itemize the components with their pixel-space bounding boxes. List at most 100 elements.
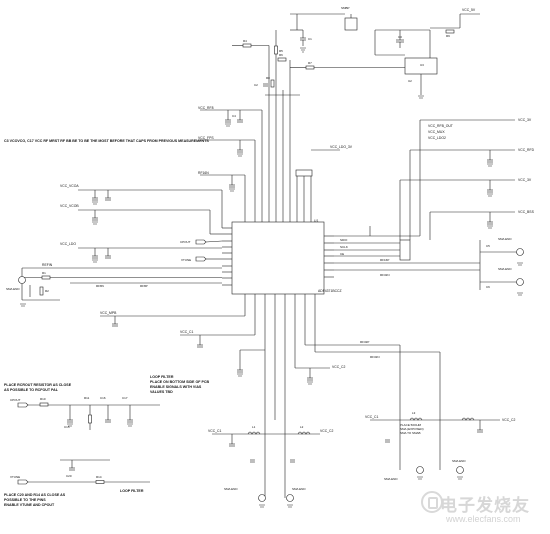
note-caps: C3 VCOVCO, C17 VCC RF MRST RF BB BE TO B… [4,139,209,143]
r7-label: R7 [308,61,312,65]
net-vcc-c2-label: VCC_C2 [332,365,345,369]
c20-label: C20 [66,474,72,478]
l1-label: L1 [252,425,256,429]
sma-bl2-label: SMA END [292,487,306,491]
sma-bl1-label: SMA END [224,487,238,491]
watermark-url: www.elecfans.com [446,514,521,524]
l3-label: L3 [412,411,416,415]
net-sdio-label: SDIO [340,238,348,242]
lf-cpout-label: CPOUT [10,398,21,402]
net-vcc-3v-label: VCC_3V [518,118,532,122]
sma-br1-label: SMA END [384,477,398,481]
sma-br2-label: SMA END [452,459,466,463]
ic-top-pins [244,212,312,222]
bottom-rf-right: VCC_C1 VCC_C2 L3 SMA END SMA END PLACE 5… [365,411,515,481]
net-vcc-bss-label: VCC_BSS [518,210,535,214]
left-supplies: VCC_RF8 C4 VCC_FPS RF16N VCC_VCOA [60,106,262,259]
ground-symbols [20,47,523,508]
sma-note-0: PLACE 50OHM [400,423,422,427]
r6-label: R6 [279,53,283,57]
net-vtune-label: VTUNE [181,258,191,262]
sma-note-2: SMA TO SMAB [400,431,421,435]
note-cp-2: ENABLE VTUNE AND CPOUT [4,503,55,507]
note-loop-1: PLACE ON BOTTOM SIDE OF PCB [150,380,209,384]
watermark-title: 电子发烧友 [440,496,530,516]
net-sclk-label: SCLK [340,245,348,249]
net-rf16p-label: RF32N [380,273,390,277]
note-loop-2: ENABLE SIGNALS WITH VIAS [150,385,202,389]
net-rf8n-label: RF8N [96,284,104,288]
net-vcc-ldo2-label: VCC_LDO2 [428,136,446,140]
watermark-logo-icon [421,491,443,513]
right-outputs: SDIO SCLK CE RF16P RF32N SMA END SMA END… [334,118,535,290]
net-vcc-c2c-label: VCC_C2 [502,418,515,422]
note-loop-0: LOOP FILTER [150,375,174,379]
net-vcc-mpb-label: VCC_MPB [100,311,117,315]
net-rfout-label: RF16N [198,171,209,175]
r1-label: R1 [42,271,46,275]
ic-bottom-pins [244,294,316,304]
refin-section: REFIN R1 SMA END R2 RF8N RF8P [6,263,222,301]
net-vcc-c1-label: VCC_C1 [180,330,193,334]
u3-ref: U3 [420,63,424,67]
r8-label: R8 [266,76,270,80]
net-vcc-vcob-label: VCC_VCOB [60,204,79,208]
top-section: R4 R5 C1 SMBP R6 R7 C2 R8 [232,6,358,96]
main-ic: U1 ADF4371BCCZ [231,219,342,295]
c15-label: C15 [64,425,70,429]
net-vcc-rfb-out-label: VCC_RFB_OUT [428,124,453,128]
ic-left-pins [222,227,232,286]
c1-label: C1 [308,37,312,41]
net-vcc-c1c-label: VCC_C1 [365,415,378,419]
sma-out2-label: SMA END [498,267,512,271]
net-vcc-mux-label: VCC_MUX [428,130,445,134]
ic-right-pins [324,235,334,278]
note-refout-1: AS POSSIBLE TO RCFOUT PAL [4,388,59,392]
c5-label: C5 [486,244,490,248]
net-rf16n-label: RF16P [380,258,389,262]
r9-label: R9 [446,34,450,38]
net-cpout-label: CPOUT [180,240,191,244]
note-cp-0: PLACE C20 AND R14 AS CLOSE AS [4,493,66,497]
regulator-u3: U3 U2 C3 VCC_5V R9 [345,8,480,95]
note-cp-1: POSSIBLE TO THE PINS [4,498,46,502]
c17-label: C17 [122,396,128,400]
note-loop-3: VALUES TBD [150,390,173,394]
bottom-nets: VCC_MPB VCC_C1 VCC_C2 RF32P RF32N [100,304,441,420]
bottom-rf-left: VCC_C1 VCC_C2 L1 L2 SMA END SMA END [208,420,333,502]
net-vcc-c2b-label: VCC_C2 [320,429,333,433]
net-vcc-rf8-label: VCC_RF8 [198,106,214,110]
u2-ref: U2 [408,79,412,83]
note-loop-filter-2: LOOP FILTER [120,489,144,493]
loop-filter: PLACE RCROUT RESISTOR AS CLOSE AS POSSIB… [4,375,209,507]
sma-out1-label: SMA END [498,237,512,241]
main-ic-part: ADF4371BCCZ [318,289,342,293]
cp-nets: CPOUT VTUNE [180,239,223,262]
sma-note-1: SMA (EXPOSED) [400,427,424,431]
net-rf32n-label: RF32N [370,355,380,359]
lf-vtune-label: VTUNE [10,475,20,479]
main-ic-ref: U1 [314,219,318,223]
net-ce-label: CE [340,252,344,256]
net-vcc-fps-label: VCC_FPS [198,136,214,140]
c4-label: C4 [232,114,236,118]
net-vcc-ldo-label: VCC_LDO [60,242,76,246]
r14-label: R14 [96,475,102,479]
r4-label: R4 [243,39,247,43]
net-rf8p-label: RF8P [140,284,148,288]
net-vcc-rfd-label: VCC_RFD [518,148,535,152]
net-vcc-ldo-3v-label: VCC_LDO_3V [330,145,353,149]
smbp-label: SMBP [341,6,350,10]
c6-label: C6 [486,285,490,289]
c16-label: C16 [100,396,106,400]
net-rf32p-label: RF32P [360,340,369,344]
ldo-3v: VCC_LDO_3V [295,145,353,177]
top-bus-wires [244,60,312,212]
net-vcc-5v-label: VCC_5V [462,8,476,12]
net-refin-label: REFIN [42,263,53,267]
r2-label: R2 [45,289,49,293]
net-vcc-3v-b-label: VCC_3V [518,178,532,182]
r11-label: R11 [84,396,90,400]
r5-label: R5 [279,49,283,53]
